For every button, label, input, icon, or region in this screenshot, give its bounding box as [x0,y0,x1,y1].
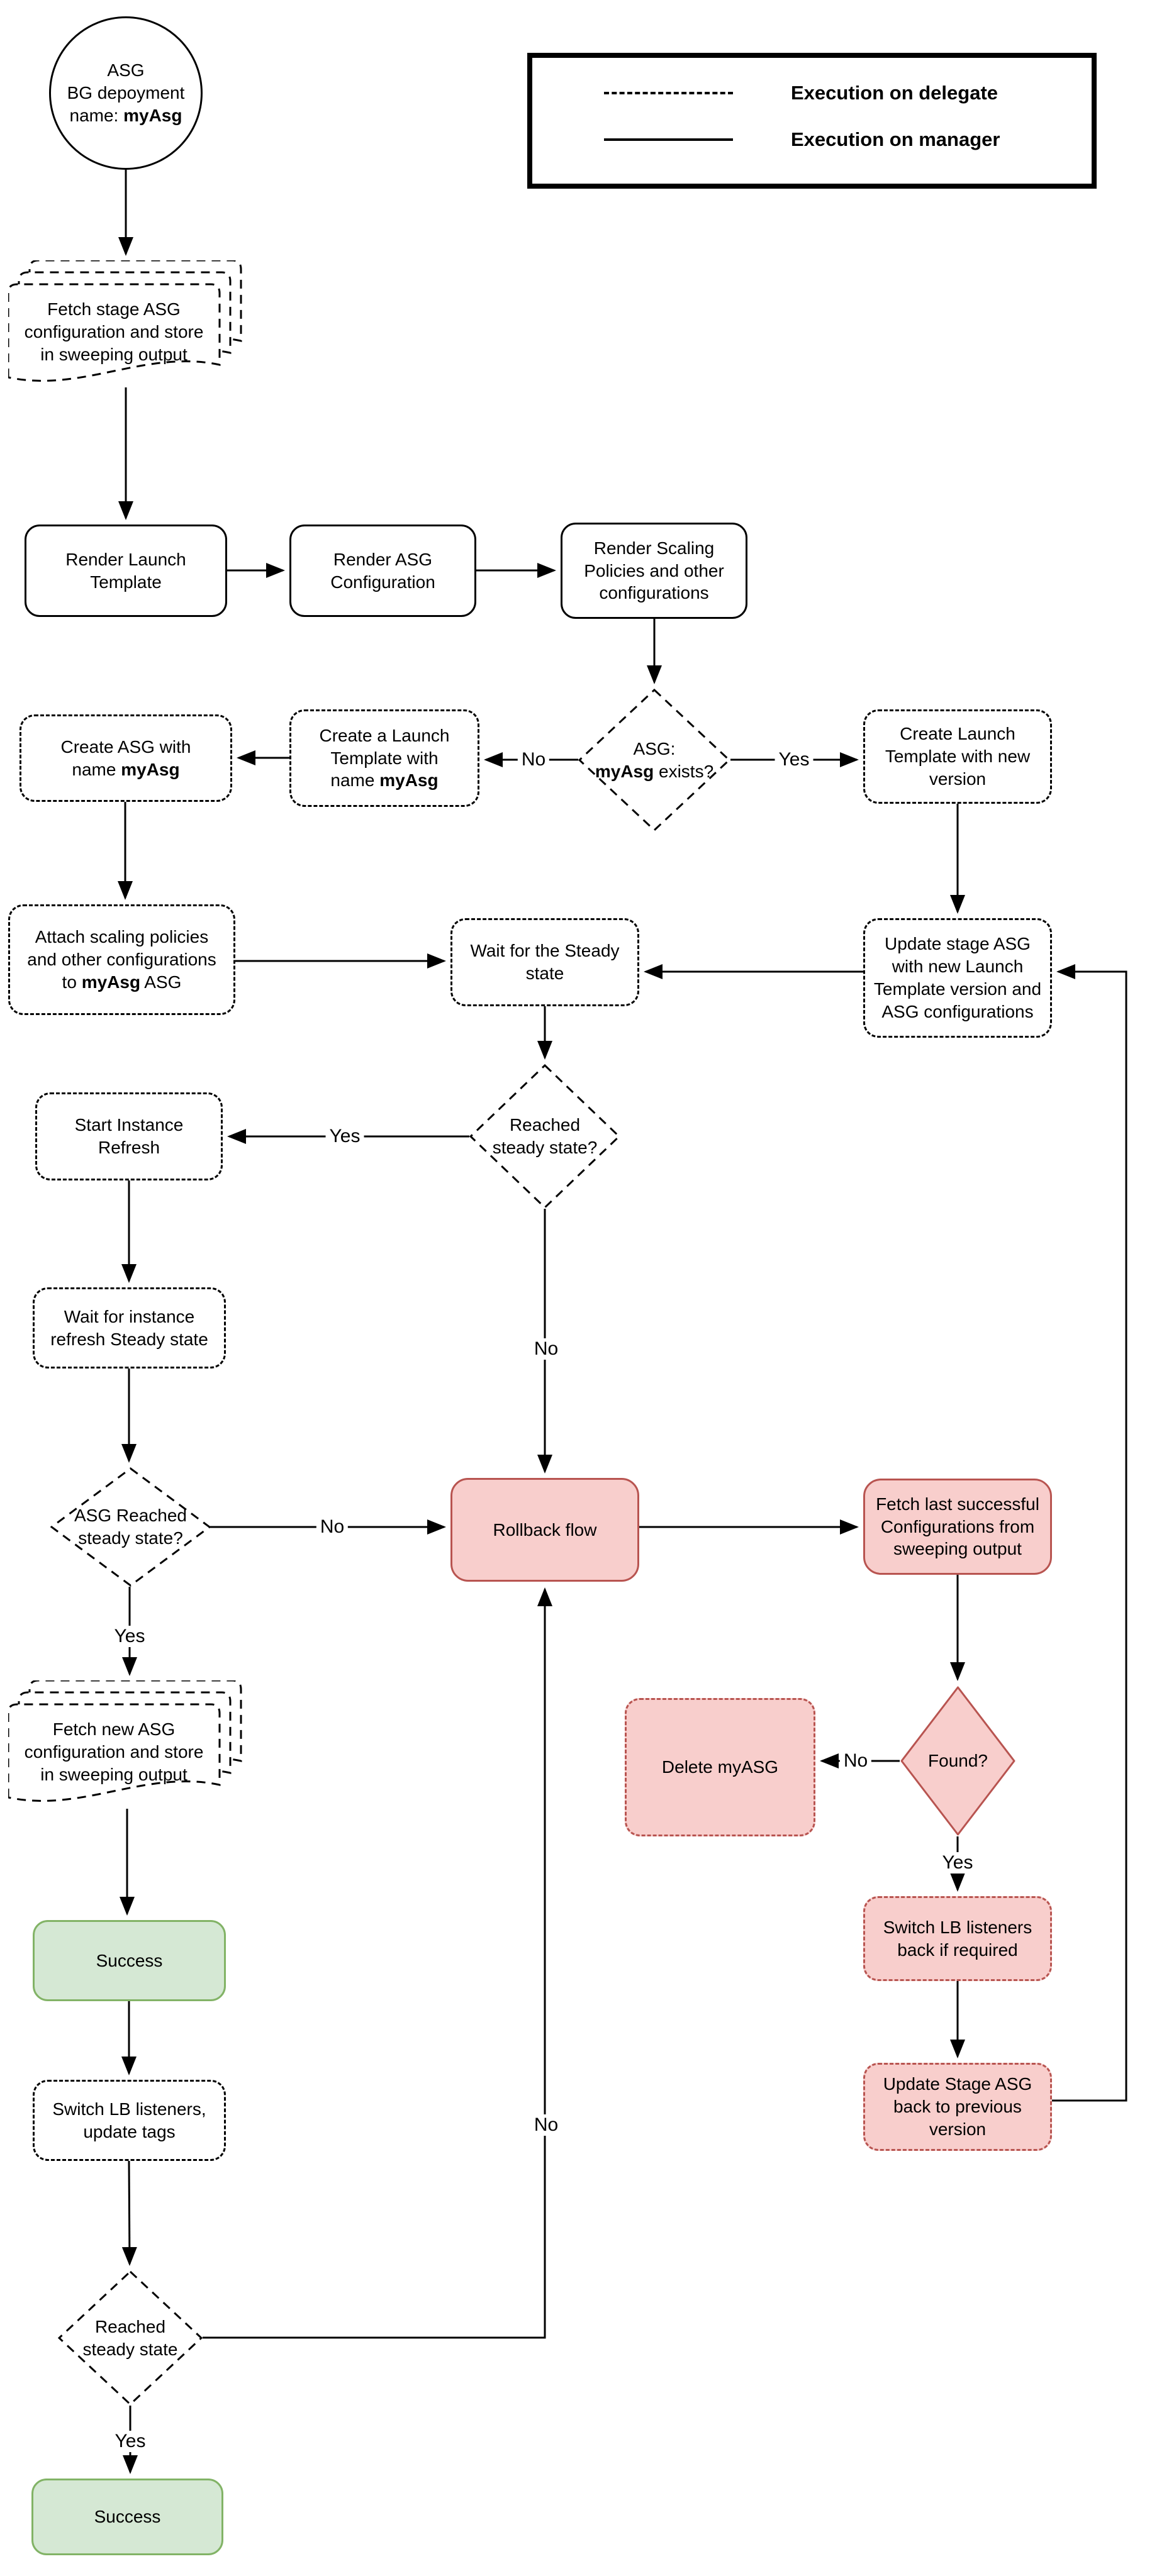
node-found-label: Found? [928,1751,988,1771]
legend-box: Execution on delegate Execution on manag… [527,53,1097,189]
node-success-mid: Success [33,1920,226,2001]
edge-label-no-reached-2: No [530,2114,562,2136]
edge-update-back-to-update-stage [1052,964,1127,2102]
legend-manager-label: Execution on manager [791,128,1000,150]
node-success-final: Success [31,2479,223,2555]
edge-label-no-asg-exists: No [517,749,550,770]
edge-label-yes-reached-2: Yes [111,2431,150,2452]
edge-label-no-reached: No [530,1338,562,1360]
node-found-decision: Found? [900,1685,1016,1836]
legend-delegate-label: Execution on delegate [791,82,998,104]
edge-label-yes-asg-exists: Yes [775,749,814,770]
legend-dashed-line [604,92,733,94]
edge-label-yes-asg-reached: Yes [110,1626,149,1647]
edge-switch-lb-to-reached-2 [121,2160,137,2266]
node-asg-exists-decision: ASG:myAsg exists? [578,689,730,831]
edge-label-no-asg-reached: No [316,1516,349,1538]
node-rollback-flow: Rollback flow [450,1478,639,1582]
node-delete-myasg: Delete myASG [625,1698,815,1836]
legend-solid-line [604,138,733,141]
edge-label-yes-found: Yes [938,1852,977,1874]
node-switch-lb-listeners: Switch LB listeners,update tags [33,2080,226,2161]
edge-label-yes-reached: Yes [325,1126,364,1147]
edge-reached-2-no-to-rollback [203,1587,552,2339]
node-asg-exists-label: ASG:myAsg exists? [595,738,714,781]
edge-label-no-found: No [839,1750,872,1772]
